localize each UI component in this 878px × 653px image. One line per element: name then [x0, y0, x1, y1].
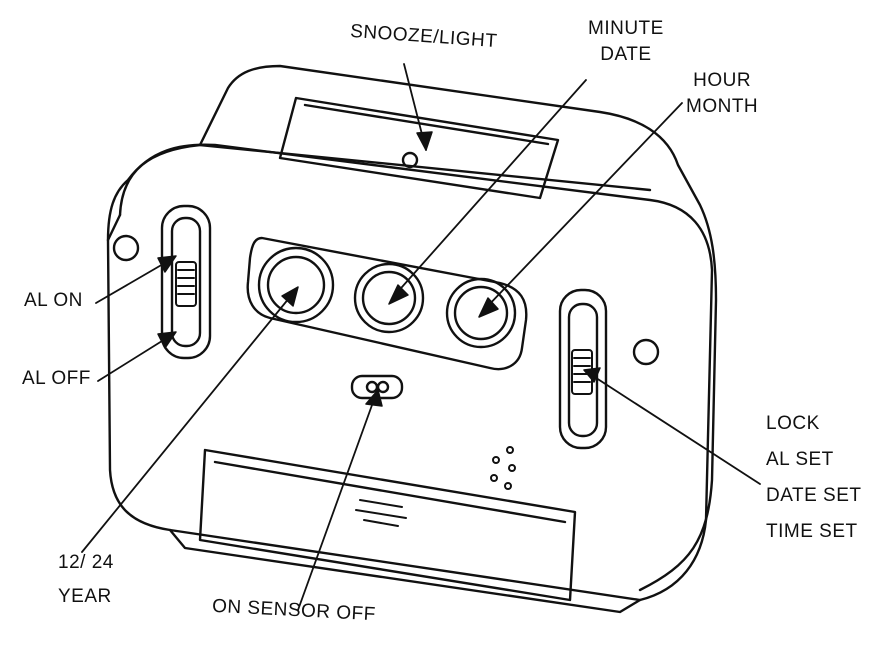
leader-minute — [393, 79, 587, 297]
leader-lines — [81, 63, 761, 611]
snooze-sensor-hole — [401, 151, 419, 169]
battery-cover-logo — [355, 499, 407, 527]
button-hour-inner — [453, 285, 509, 341]
leader-hour — [483, 102, 683, 311]
button-12-24-outer — [257, 246, 335, 324]
label-date: DATE — [600, 44, 652, 65]
left-switch-slot — [160, 204, 212, 360]
button-panel — [246, 236, 528, 371]
battery-cover-inner — [213, 460, 567, 524]
label-12-24: 12/ 24 — [58, 552, 114, 573]
arrowhead-snooze — [416, 131, 433, 151]
label-date-set: DATE SET — [766, 485, 862, 506]
button-12-24-inner — [266, 255, 326, 315]
clock-front-face — [106, 143, 714, 602]
battery-cover — [198, 448, 577, 602]
leader-al-on — [95, 259, 171, 304]
label-minute: MINUTE — [588, 18, 664, 39]
clock-side-back — [106, 213, 122, 242]
snooze-bar — [278, 96, 560, 200]
label-12-24-year: 12/ 24 YEAR — [58, 546, 114, 614]
arrowhead-right-switch — [583, 367, 601, 383]
label-month: MONTH — [686, 96, 759, 117]
label-right-switch-group: LOCK AL SET DATE SET TIME SET — [766, 406, 862, 550]
label-al-on: AL ON — [24, 290, 83, 311]
button-minute-outer — [353, 262, 425, 334]
arrowhead-12-24 — [281, 286, 299, 307]
arrowhead-minute — [388, 284, 409, 305]
leader-sensor — [297, 393, 377, 611]
label-time-set: TIME SET — [766, 521, 858, 542]
label-lock: LOCK — [766, 413, 820, 434]
clock-top-outline — [118, 64, 718, 592]
label-al-off: AL OFF — [22, 368, 91, 389]
clock-bottom-depth — [168, 528, 642, 614]
left-switch-knob — [175, 261, 197, 307]
leader-al-off — [97, 335, 171, 382]
label-year: YEAR — [58, 586, 112, 607]
right-switch-slot — [558, 288, 608, 450]
arrowhead-sensor — [365, 389, 383, 407]
left-switch-inner — [170, 216, 202, 348]
snooze-bar-inner — [303, 103, 550, 146]
arrowhead-hour — [478, 297, 499, 318]
label-al-set: AL SET — [766, 449, 834, 470]
arrowhead-al-on — [157, 255, 177, 273]
arrowhead-al-off — [157, 331, 177, 349]
sensor-switch-dot-a — [365, 380, 379, 394]
button-hour-outer — [445, 277, 517, 349]
left-screw-circle — [112, 234, 140, 262]
clock-top-edge — [198, 143, 652, 192]
label-minute-date: MINUTE DATE — [588, 16, 664, 68]
arrowheads — [157, 131, 601, 407]
leader-right-switch — [589, 373, 761, 485]
label-hour: HOUR — [693, 70, 752, 91]
right-screw-circle — [632, 338, 660, 366]
sensor-switch-dot-b — [376, 380, 390, 394]
label-hour-month: HOUR MONTH — [686, 68, 758, 120]
speaker-holes — [490, 446, 516, 490]
leader-12-24 — [81, 291, 295, 553]
button-minute-inner — [361, 270, 417, 326]
